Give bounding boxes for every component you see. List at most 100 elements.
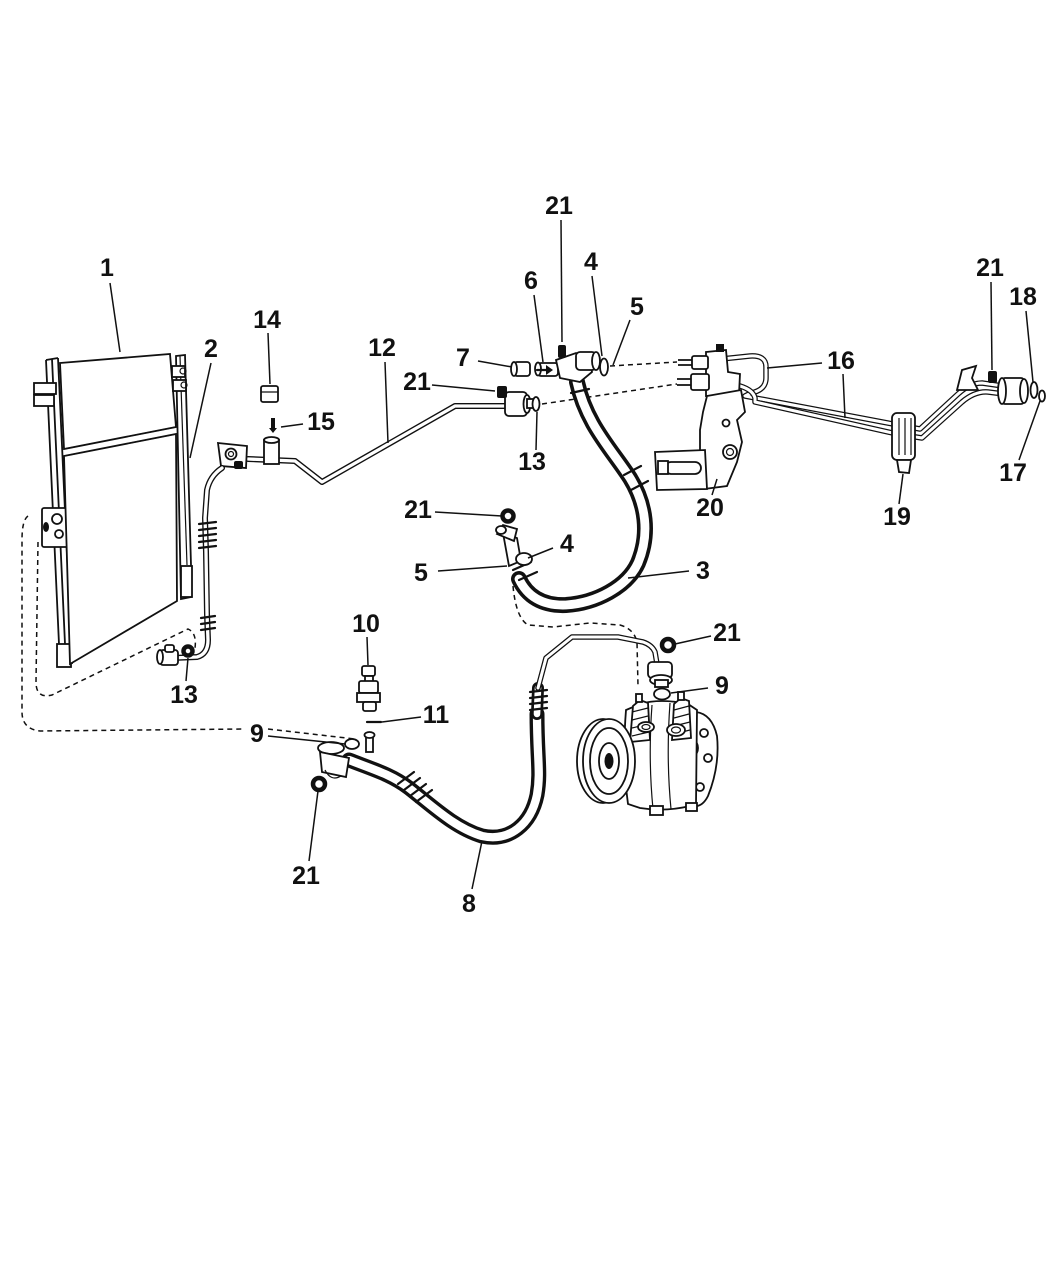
callout-leader-21 <box>434 511 503 517</box>
oring-4 <box>515 552 533 566</box>
bracket-hole <box>722 444 738 460</box>
oring-9 <box>653 687 671 701</box>
stud-nut-21 <box>558 345 566 358</box>
fitting-face <box>1019 378 1029 404</box>
callout-12: 12 <box>368 334 396 362</box>
bracket-hole <box>725 447 735 457</box>
callout-leader-4 <box>591 275 603 357</box>
line16-pipe-a <box>710 354 1005 431</box>
oring-13 <box>531 396 541 412</box>
ref-line-condenser-outer <box>21 515 244 732</box>
callout-21: 21 <box>404 496 432 524</box>
callout-leader-15 <box>280 423 304 428</box>
fitting-port <box>654 679 669 688</box>
compressor-foot <box>685 802 698 812</box>
callout-18: 18 <box>1009 283 1037 311</box>
callout-21: 21 <box>545 192 573 220</box>
callout-19: 19 <box>883 503 911 531</box>
ribbed-sleeve <box>197 520 218 550</box>
callout-leader-17 <box>1018 400 1041 461</box>
callout-leader-21 <box>560 219 563 343</box>
service-port-top <box>263 436 280 444</box>
callout-14: 14 <box>253 306 281 334</box>
condenser-fold-band <box>63 426 177 457</box>
callout-leader-12 <box>384 361 389 444</box>
liquid-line-tube <box>245 403 508 485</box>
compressor-pulley <box>576 718 636 804</box>
oring-13 <box>181 644 195 658</box>
callout-15: 15 <box>307 408 335 436</box>
part-14-cap <box>260 385 279 403</box>
pipe-tab <box>955 364 980 391</box>
condenser-column-sleeve <box>180 565 193 598</box>
callout-leader-16 <box>842 373 846 419</box>
hose-band <box>622 464 643 477</box>
rear-bolt <box>695 782 705 792</box>
drier-tube <box>170 466 224 660</box>
callout-leader-9 <box>267 735 346 745</box>
callout-leader-13 <box>185 657 189 682</box>
hose-collar <box>517 570 539 582</box>
callout-20: 20 <box>696 494 724 522</box>
elbow-collar-face <box>591 351 601 371</box>
callout-13: 13 <box>518 448 546 476</box>
callout-leader-8 <box>471 840 483 890</box>
line8-hose <box>344 709 543 842</box>
stud-nut-21 <box>310 775 328 793</box>
callout-2: 2 <box>204 335 218 363</box>
callout-leader-21 <box>674 635 712 645</box>
callout-leader-21 <box>308 790 319 862</box>
callout-8: 8 <box>462 890 476 918</box>
stud-nut-21 <box>659 636 677 654</box>
condenser <box>33 353 193 668</box>
bracket-hole <box>721 418 731 428</box>
discharge-port <box>666 723 686 737</box>
ref-line-oring4-to-block <box>609 361 678 367</box>
callout-leader-7 <box>477 360 513 368</box>
fitting-face <box>156 649 164 665</box>
bracket-slot <box>43 522 49 532</box>
callout-13: 13 <box>170 681 198 709</box>
callout-leader-21 <box>990 281 993 371</box>
oring-9 <box>344 738 360 750</box>
suction-port <box>641 723 651 731</box>
callout-5: 5 <box>630 293 644 321</box>
condenser-bracket-tab <box>33 394 55 407</box>
stud-nut-21 <box>988 371 997 383</box>
part-10-pressure-switch <box>356 665 381 712</box>
stud-nut-21 <box>500 508 516 524</box>
oring-17 <box>1038 389 1046 403</box>
condenser-port-block <box>172 379 187 392</box>
rear-bolt <box>703 753 713 763</box>
bracket-hole <box>51 513 63 525</box>
valve-core-arrow-6 <box>535 365 553 375</box>
callout-leader-9 <box>670 687 709 694</box>
port-hole <box>180 381 188 389</box>
block-bolt <box>716 344 724 352</box>
port-pins <box>677 378 691 386</box>
part-15-valve-core <box>269 418 277 433</box>
suction-port <box>637 721 655 733</box>
callout-21: 21 <box>403 368 431 396</box>
hose3-body <box>514 377 650 610</box>
callout-leader-18 <box>1025 310 1034 383</box>
liquid-line-12 <box>211 385 541 485</box>
fitting-hole <box>224 447 238 461</box>
ref-line-line12-to-block <box>541 383 678 405</box>
callout-9: 9 <box>715 672 729 700</box>
part-7-cap <box>510 361 531 377</box>
condenser-port-block <box>171 365 186 378</box>
callout-21: 21 <box>292 862 320 890</box>
fitting-hole <box>227 450 235 458</box>
hose-band <box>569 387 591 395</box>
line-clip-19 <box>891 412 916 474</box>
rear-bolt <box>699 728 709 738</box>
line8-bracket-fitting <box>317 731 376 779</box>
callout-17: 17 <box>999 459 1027 487</box>
condenser-face-upper <box>59 353 177 451</box>
fitting-face <box>997 377 1007 405</box>
oring-18 <box>1029 381 1039 399</box>
callout-4: 4 <box>584 248 598 276</box>
